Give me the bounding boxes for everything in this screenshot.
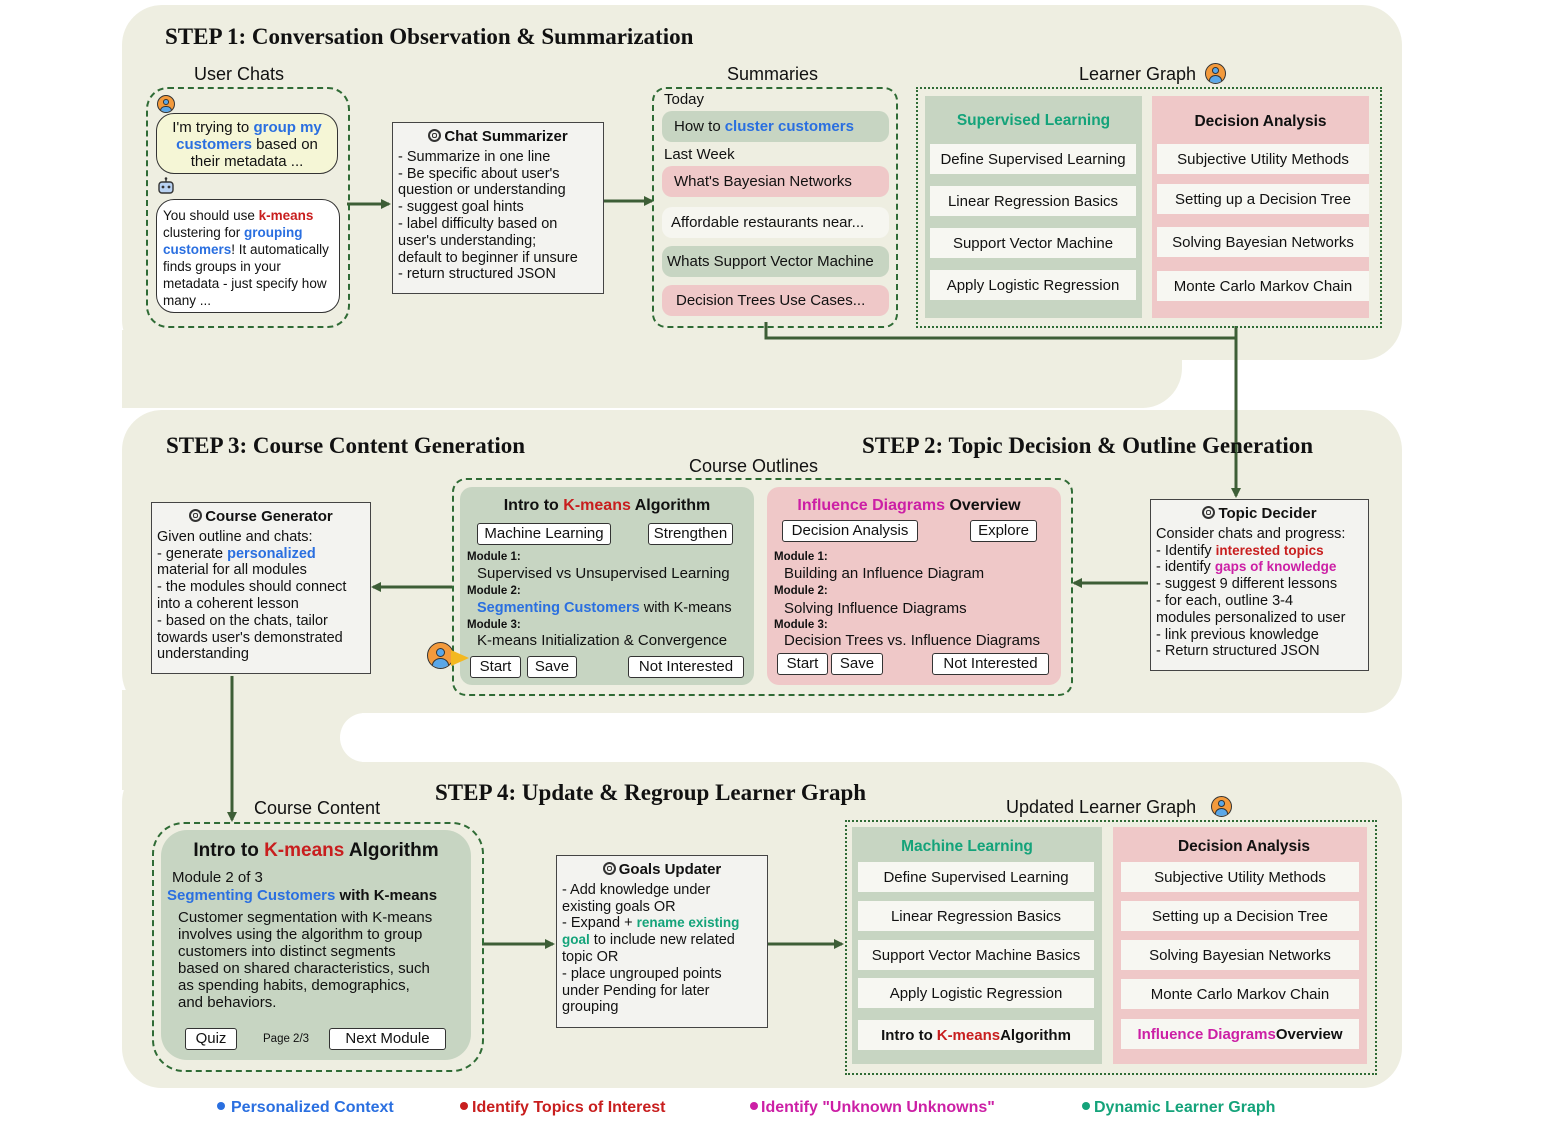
summary-item[interactable]: Affordable restaurants near... [662, 207, 889, 238]
user-avatar-icon [1211, 796, 1232, 817]
learner-graph-label: Learner Graph [1079, 64, 1197, 84]
topic-tag[interactable]: Machine Learning [477, 523, 611, 545]
learner-graph-node[interactable]: Subjective Utility Methods [1121, 862, 1359, 892]
user-avatar-icon [1205, 63, 1226, 84]
course-generator-box: Course Generator Given outline and chats… [151, 502, 371, 674]
summary-item[interactable]: Whats Support Vector Machine [662, 246, 889, 277]
summary-item[interactable]: What's Bayesian Networks [662, 166, 889, 197]
save-button[interactable]: Save [831, 653, 883, 675]
openai-logo-icon [428, 129, 442, 142]
arrow-summaries-to-decider [764, 322, 1241, 498]
learner-graph-node-new[interactable]: Influence Diagrams Overview [1121, 1019, 1359, 1049]
outline-card-influence: Influence Diagrams Overview Decision Ana… [767, 487, 1061, 685]
outline-title: Intro to K-means Algorithm [503, 497, 711, 514]
learner-graph-node[interactable]: Subjective Utility Methods [1157, 144, 1369, 174]
legend-topics-of-interest: Identify Topics of Interest [460, 1099, 666, 1117]
outline-title: Influence Diagrams Overview [797, 497, 1021, 514]
learner-graph-node[interactable]: Support Vector Machine Basics [858, 940, 1094, 970]
user-chats-panel [146, 87, 350, 328]
updated-graph-column-ml: Machine Learning Define Supervised Learn… [852, 827, 1102, 1064]
start-button[interactable]: Start [470, 656, 521, 678]
learner-graph-column-supervised: Supervised Learning Define Supervised Le… [925, 96, 1142, 318]
next-module-button[interactable]: Next Module [329, 1028, 446, 1050]
learner-graph-node[interactable]: Setting up a Decision Tree [1157, 184, 1369, 214]
legend-dot [750, 1102, 758, 1110]
course-content-panel [152, 822, 484, 1072]
updated-learner-graph-panel [845, 820, 1377, 1075]
not-interested-button[interactable]: Not Interested [932, 653, 1049, 675]
step4-title: STEP 4: Update & Regroup Learner Graph [435, 780, 867, 805]
user-chats-label: User Chats [194, 64, 285, 84]
module-indicator: Module 2 of 3 [172, 869, 263, 886]
summaries-panel [652, 87, 898, 328]
today-label: Today [664, 91, 705, 108]
start-button[interactable]: Start [777, 653, 828, 675]
legend-dot [460, 1102, 468, 1110]
learner-graph-node[interactable]: Apply Logistic Regression [858, 978, 1094, 1008]
course-outlines-label: Course Outlines [689, 456, 819, 476]
legend-dot [1082, 1102, 1090, 1110]
connector-band-1 [122, 330, 1182, 408]
content-body: Customer segmentation with K-means invol… [178, 909, 433, 1011]
learner-graph-node[interactable]: Apply Logistic Regression [930, 270, 1136, 300]
course-content-card: Intro to K-means Algorithm Module 2 of 3… [161, 830, 471, 1060]
bot-message-bubble: You should use k-means clustering for gr… [156, 199, 340, 313]
chat-summarizer-box: Chat Summarizer - Summarize in one line … [392, 122, 604, 294]
summary-item[interactable]: How to cluster customers [662, 111, 889, 142]
learner-graph-node[interactable]: Define Supervised Learning [858, 862, 1094, 892]
robot-icon [156, 177, 176, 195]
content-title: Intro to K-means Algorithm [193, 840, 439, 861]
learner-graph-node[interactable]: Define Supervised Learning [930, 144, 1136, 174]
learner-graph-node[interactable]: Linear Regression Basics [930, 186, 1136, 216]
topic-decider-box: Topic Decider Consider chats and progres… [1150, 499, 1369, 671]
learner-graph-node[interactable]: Linear Regression Basics [858, 901, 1094, 931]
learner-graph-node[interactable]: Solving Bayesian Networks [1121, 940, 1359, 970]
user-message-bubble: I'm trying to group my customers based o… [156, 113, 338, 174]
user-avatar-icon [157, 95, 175, 113]
learner-graph-node[interactable]: Setting up a Decision Tree [1121, 901, 1359, 931]
updated-learner-graph-label: Updated Learner Graph [1006, 797, 1197, 817]
quiz-button[interactable]: Quiz [185, 1028, 237, 1050]
course-content-label: Course Content [254, 798, 381, 818]
openai-logo-icon [602, 862, 616, 875]
step1-title: STEP 1: Conversation Observation & Summa… [165, 24, 694, 49]
step3-title: STEP 3: Course Content Generation [166, 433, 526, 458]
goal-type-tag[interactable]: Explore [970, 520, 1037, 542]
course-outlines-panel [452, 478, 1073, 696]
learner-graph-node[interactable]: Monte Carlo Markov Chain [1157, 271, 1369, 301]
topic-tag[interactable]: Decision Analysis [782, 520, 918, 542]
last-week-label: Last Week [664, 146, 735, 163]
goal-type-tag[interactable]: Strengthen [648, 523, 733, 545]
openai-logo-icon [1202, 506, 1216, 519]
learner-graph-column-decision: Decision Analysis Subjective Utility Met… [1152, 96, 1369, 318]
content-subtitle: Segmenting Customers with K-means [167, 887, 438, 904]
save-button[interactable]: Save [527, 656, 577, 678]
learner-graph-node[interactable]: Support Vector Machine [930, 228, 1136, 258]
page-indicator: Page 2/3 [263, 1033, 310, 1045]
goals-updater-box: Goals Updater - Add knowledge under exis… [556, 855, 768, 1028]
legend-dynamic-learner-graph: Dynamic Learner Graph [1082, 1099, 1275, 1117]
legend-personalized-context: Personalized Context [217, 1099, 394, 1117]
legend-dot [217, 1102, 225, 1110]
outline-card-kmeans: Intro to K-means Algorithm Machine Learn… [460, 487, 754, 685]
learner-graph-panel [916, 87, 1382, 328]
step2-title: STEP 2: Topic Decision & Outline Generat… [862, 433, 1314, 458]
learner-graph-node[interactable]: Monte Carlo Markov Chain [1121, 979, 1359, 1009]
user-avatar-icon [427, 642, 454, 669]
not-interested-button[interactable]: Not Interested [628, 656, 744, 678]
openai-logo-icon [189, 509, 203, 522]
legend-unknown-unknowns: Identify "Unknown Unknowns" [750, 1099, 995, 1117]
updated-graph-column-decision: Decision Analysis Subjective Utility Met… [1113, 827, 1367, 1064]
cursor-pointer-icon [451, 650, 469, 666]
learner-graph-node[interactable]: Solving Bayesian Networks [1157, 227, 1369, 257]
summary-item[interactable]: Decision Trees Use Cases... [662, 285, 889, 316]
band-cutout-1 [340, 713, 1420, 762]
summaries-label: Summaries [727, 64, 819, 84]
learner-graph-node-new[interactable]: Intro to K-means Algorithm [858, 1020, 1094, 1050]
